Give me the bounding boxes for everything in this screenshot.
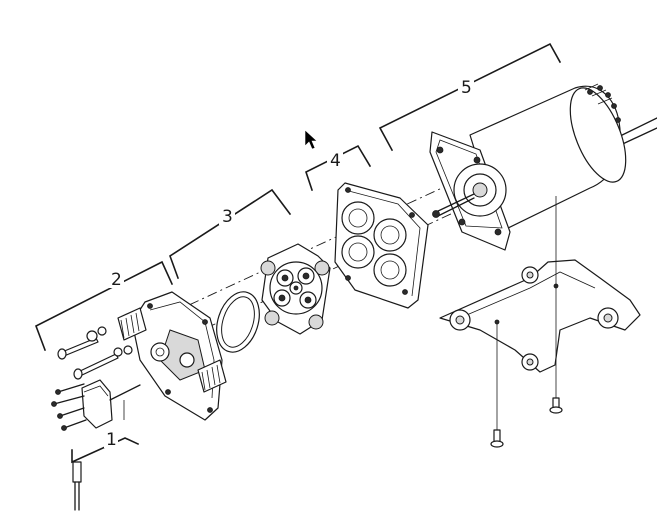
callout-bracket-2 [34, 260, 174, 352]
pump-head [117, 291, 227, 421]
callout-label-4: 4 [330, 151, 341, 171]
diaphragm-housing [334, 182, 429, 309]
head-screws [57, 326, 133, 380]
callout-label-5: 5 [461, 78, 472, 98]
pressure-switch [51, 379, 141, 511]
motor-assembly [429, 83, 657, 251]
callout-bracket-1 [71, 437, 140, 464]
mounting-bracket [439, 259, 641, 373]
mounting-screws [490, 196, 563, 448]
o-ring [216, 291, 260, 353]
callout-label-1: 1 [106, 430, 117, 450]
mouse-pointer-icon [304, 129, 318, 150]
valve-assembly [260, 243, 331, 335]
callout-label-2: 2 [111, 270, 122, 290]
callout-label-3: 3 [222, 207, 233, 227]
